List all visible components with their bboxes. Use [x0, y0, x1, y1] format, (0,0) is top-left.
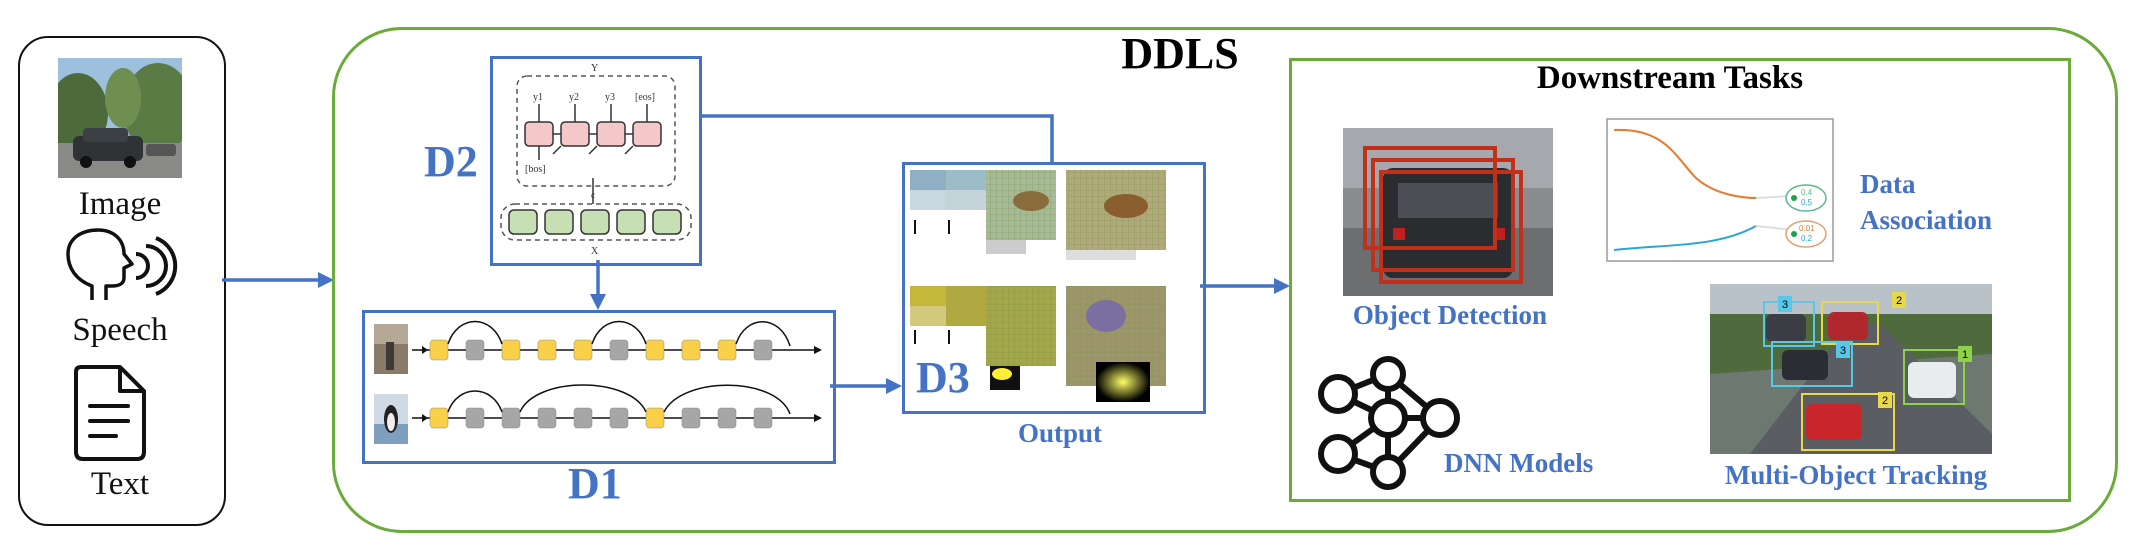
image-label: Image [78, 186, 162, 222]
track-id-4: 1 [1962, 349, 1968, 361]
speech-label: Speech [72, 312, 168, 348]
object-detection-label: Object Detection [1352, 300, 1548, 330]
track-id-3: 3 [1840, 345, 1846, 357]
track-id-5: 2 [1882, 395, 1888, 407]
speech-icon [62, 228, 182, 308]
d2-label: D2 [424, 137, 478, 186]
text-label: Text [90, 466, 150, 502]
d2-to-d3-connector [696, 110, 1056, 170]
downstream-tasks-box [1289, 58, 2071, 502]
assoc-value-4: 0.2 [1801, 234, 1813, 243]
document-icon [68, 364, 150, 464]
data-association-label: Data Association [1860, 169, 1993, 235]
d2-c: c [591, 190, 595, 200]
data-association-plot: 0.4 0.5 0.01 0.2 [1606, 118, 1834, 262]
ddls-title: DDLS [1121, 29, 1239, 78]
d3-to-downstream-arrow [1200, 274, 1290, 298]
track-id-2: 2 [1896, 295, 1902, 307]
d2-output-4: [eos] [635, 92, 655, 103]
d2-bottom-letter: X [591, 246, 599, 257]
assoc-value-2: 0.5 [1801, 198, 1813, 207]
d2-output-3: y3 [605, 92, 615, 103]
d1-sequence-diagram [366, 314, 828, 456]
downstream-title: Downstream Tasks [1536, 60, 1804, 96]
assoc-value-1: 0.4 [1801, 188, 1813, 197]
output-label: Output [1017, 418, 1103, 448]
d2-to-d1-arrow [586, 260, 610, 310]
object-detection-image [1343, 128, 1553, 296]
d3-attention-maps [906, 166, 1198, 406]
dnn-models-label: DNN Models [1444, 448, 1594, 478]
input-to-ddls-arrow [222, 268, 334, 292]
d3-label: D3 [916, 353, 970, 402]
d2-output-2: y2 [569, 92, 579, 103]
ddls-container [332, 27, 2118, 533]
d1-to-d3-arrow [830, 374, 902, 398]
neural-network-icon [1308, 354, 1472, 494]
multi-object-tracking-image: 3 2 3 1 2 [1710, 284, 1992, 454]
d1-sequence-box [362, 310, 836, 464]
assoc-value-3: 0.01 [1799, 224, 1815, 233]
d2-bos: [bos] [525, 164, 546, 175]
multi-object-tracking-label: Multi-Object Tracking [1724, 460, 1988, 490]
d2-output-1: y1 [533, 92, 543, 103]
d2-seq2seq-diagram: Y X y1 y2 y3 [eos] [bos] c [495, 60, 695, 258]
d2-top-letter: Y [591, 63, 598, 74]
input-image-thumbnail [58, 58, 182, 178]
track-id-1: 3 [1782, 299, 1788, 311]
d1-label: D1 [568, 459, 622, 508]
